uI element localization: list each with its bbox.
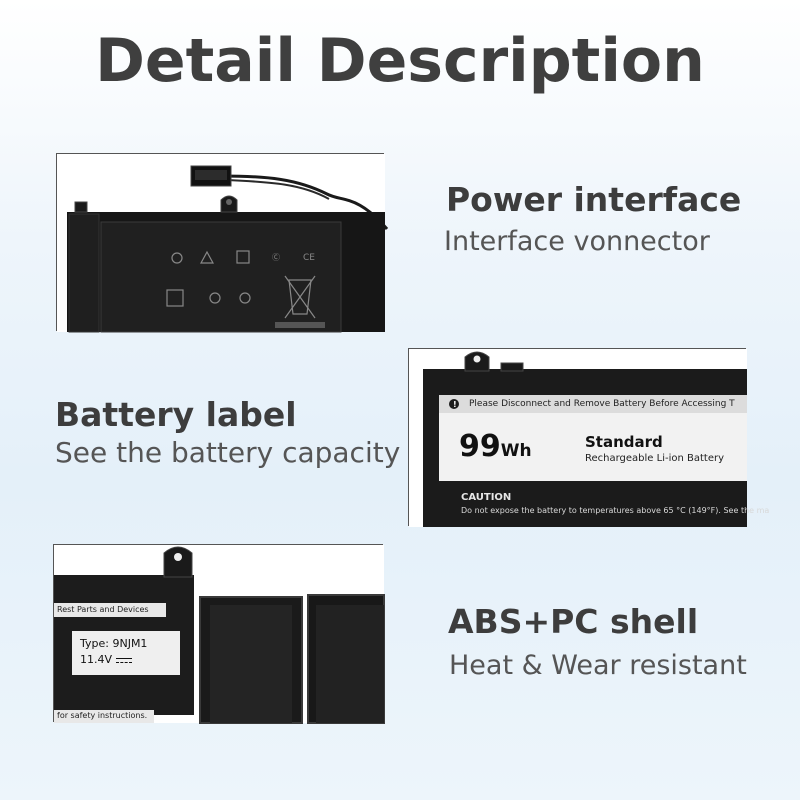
- label-standard-text: Standard: [585, 433, 663, 451]
- page-title: Detail Description: [95, 26, 705, 96]
- feature-title-battery-label: Battery label: [55, 395, 297, 434]
- feature-title-power-interface: Power interface: [446, 180, 742, 219]
- abs-pc-shell-photo: Rest Parts and Devices Type: 9NJM1 11.4V…: [53, 544, 385, 724]
- svg-text:!: !: [453, 400, 457, 409]
- label-battery-type: Rechargeable Li-ion Battery: [585, 453, 725, 464]
- side-label-type: Type: 9NJM1: [80, 637, 148, 650]
- side-label-voltage-group: 11.4V: [80, 653, 132, 666]
- side-label-header: Rest Parts and Devices: [57, 605, 149, 614]
- feature-subtitle-battery-label: See the battery capacity: [55, 436, 401, 469]
- side-label-footer: for safety instructions.: [57, 711, 148, 720]
- label-capacity-value: 99: [459, 429, 501, 464]
- power-interface-photo: Ⓒ CE: [56, 153, 389, 333]
- feature-subtitle-abs-pc-shell: Heat & Wear resistant: [449, 650, 747, 681]
- label-capacity-unit: Wh: [500, 441, 532, 461]
- label-caution-title: CAUTION: [461, 492, 512, 503]
- dc-symbol-icon: [115, 657, 132, 663]
- label-warning-text: Please Disconnect and Remove Battery Bef…: [469, 399, 735, 409]
- battery-label-photo: ! Please Disconnect and Remove Battery B…: [408, 348, 769, 527]
- feature-subtitle-power-interface: Interface vonnector: [444, 226, 710, 257]
- label-caution-text: Do not expose the battery to temperature…: [461, 506, 770, 515]
- label-capacity-group: 99Wh: [459, 429, 532, 464]
- svg-text:CE: CE: [303, 253, 315, 263]
- svg-text:Ⓒ: Ⓒ: [272, 253, 280, 262]
- side-label-voltage: 11.4V: [80, 653, 116, 666]
- feature-title-abs-pc-shell: ABS+PC shell: [448, 602, 699, 641]
